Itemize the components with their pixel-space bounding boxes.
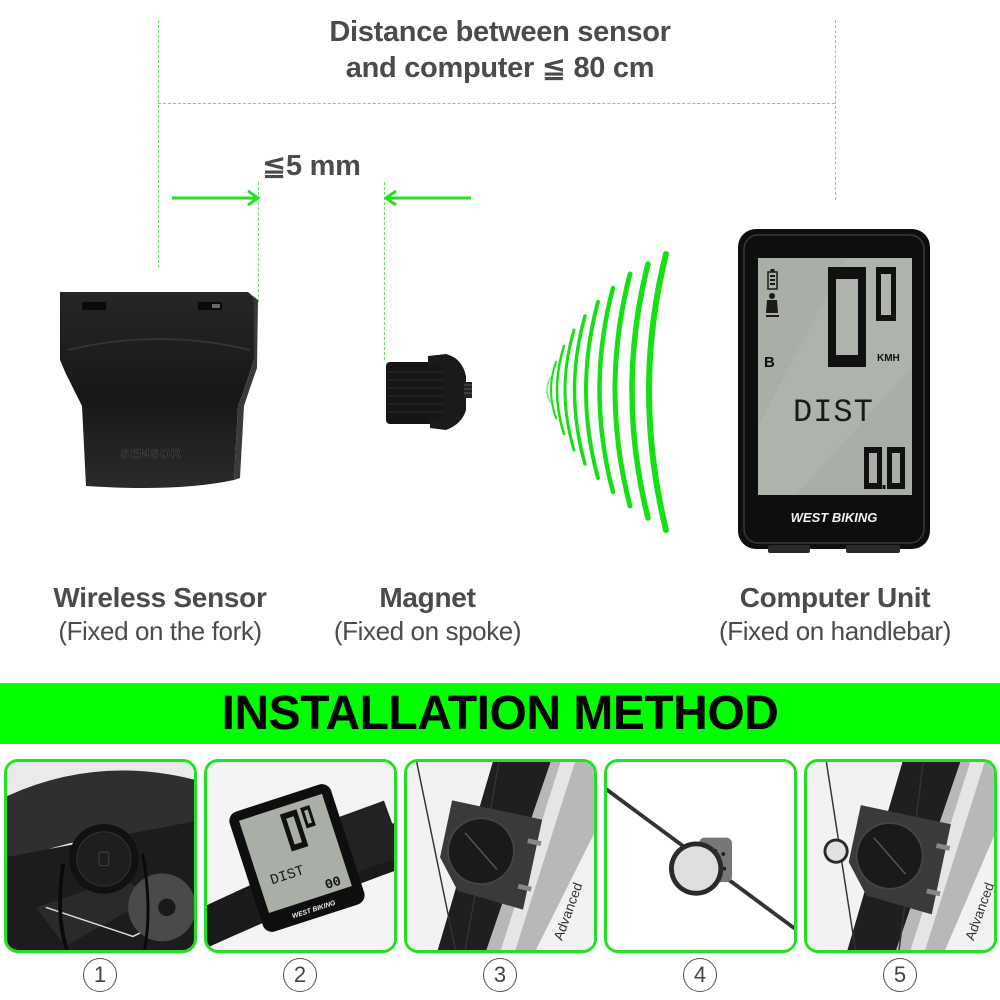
computer-on-handlebar-photo-icon: DIST 00 WEST BIKING [207, 762, 394, 950]
brand-logo: WEST BIKING [791, 510, 878, 525]
arrow-left-icon [383, 190, 473, 206]
wireless-sensor-placement: (Fixed on the fork) [58, 616, 262, 646]
computer-unit-placement: (Fixed on handlebar) [719, 616, 951, 646]
magnet-name: Magnet [379, 582, 476, 613]
computer-guide-line [835, 20, 836, 200]
wireless-sensor-image: SENSOR [58, 288, 263, 498]
step-2-panel: DIST 00 WEST BIKING [204, 759, 397, 953]
computer-unit-image: B KMH DIST WEST BIKING [736, 227, 932, 559]
gap-label: ≦5 mm [262, 150, 361, 182]
step-number-2: 2 [283, 958, 317, 992]
handlebar-mount-photo-icon [7, 762, 194, 950]
speed-unit: KMH [877, 353, 900, 364]
magnet-placement: (Fixed on spoke) [333, 616, 522, 646]
magnet-face-guide-line [384, 182, 385, 360]
wireless-signal-icon [540, 250, 680, 540]
step-4-panel [604, 759, 797, 953]
arrow-right-icon [172, 190, 262, 206]
sensor-guide-line [158, 20, 159, 268]
step-1-panel [4, 759, 197, 953]
step-number-4: 4 [683, 958, 717, 992]
step-3-panel: Advanced [404, 759, 597, 953]
sensor-on-fork-photo-icon: Advanced [407, 762, 594, 950]
svg-text:00: 00 [323, 875, 343, 894]
mode-label: DIST [793, 394, 874, 431]
computer-unit-label: Computer Unit (Fixed on handlebar) [680, 581, 990, 647]
magnet-on-spoke-photo-icon [607, 762, 794, 950]
sensor-face-guide-line [258, 182, 259, 302]
sensor-aligned-with-magnet-photo-icon: Advanced [807, 762, 994, 950]
distance-headline: Distance between sensor and computer ≦ 8… [180, 14, 820, 86]
step-number-5: 5 [883, 958, 917, 992]
computer-unit-name: Computer Unit [739, 582, 931, 613]
distance-guide-line [158, 103, 835, 104]
banner-title: INSTALLATION METHOD [221, 687, 779, 740]
step-5-panel: Advanced [804, 759, 997, 953]
step-number-1: 1 [83, 958, 117, 992]
headline-line-1: Distance between sensor [329, 16, 671, 48]
sensor-embossed-text: SENSOR [121, 446, 182, 461]
bike-indicator: B [764, 354, 775, 371]
rider-icon [766, 293, 779, 317]
installation-banner: INSTALLATION METHOD [0, 683, 1000, 744]
magnet-label: Magnet (Fixed on spoke) [300, 581, 555, 647]
wireless-sensor-label: Wireless Sensor (Fixed on the fork) [20, 581, 300, 647]
headline-line-2: and computer ≦ 80 cm [345, 52, 655, 84]
wireless-sensor-name: Wireless Sensor [53, 582, 267, 613]
magnet-image [386, 352, 476, 432]
step-number-3: 3 [483, 958, 517, 992]
